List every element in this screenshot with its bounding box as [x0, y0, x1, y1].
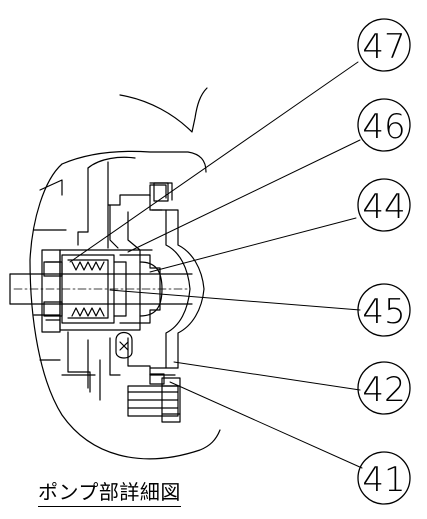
callout-41: 41 [357, 451, 411, 505]
callout-42: 42 [357, 361, 411, 415]
mechanical-seal [43, 254, 127, 324]
callout-44-label: 44 [362, 187, 405, 227]
callout-45: 45 [357, 283, 411, 337]
fasteners [115, 182, 181, 423]
callout-47: 47 [357, 18, 411, 72]
callout-46: 46 [357, 98, 411, 152]
callout-42-label: 42 [362, 370, 405, 410]
callout-41-label: 41 [362, 460, 405, 500]
impeller-casing [107, 184, 205, 376]
callout-47-label: 47 [362, 27, 405, 67]
casing-outline [29, 87, 221, 460]
pump-shaft [9, 273, 193, 305]
pump-body [41, 156, 141, 401]
leader-lines [69, 61, 363, 469]
callout-45-label: 45 [362, 292, 405, 332]
callout-46-label: 46 [362, 107, 405, 147]
drawing-caption: ポンプ部詳細図 [38, 480, 181, 507]
callout-44: 44 [357, 178, 411, 232]
